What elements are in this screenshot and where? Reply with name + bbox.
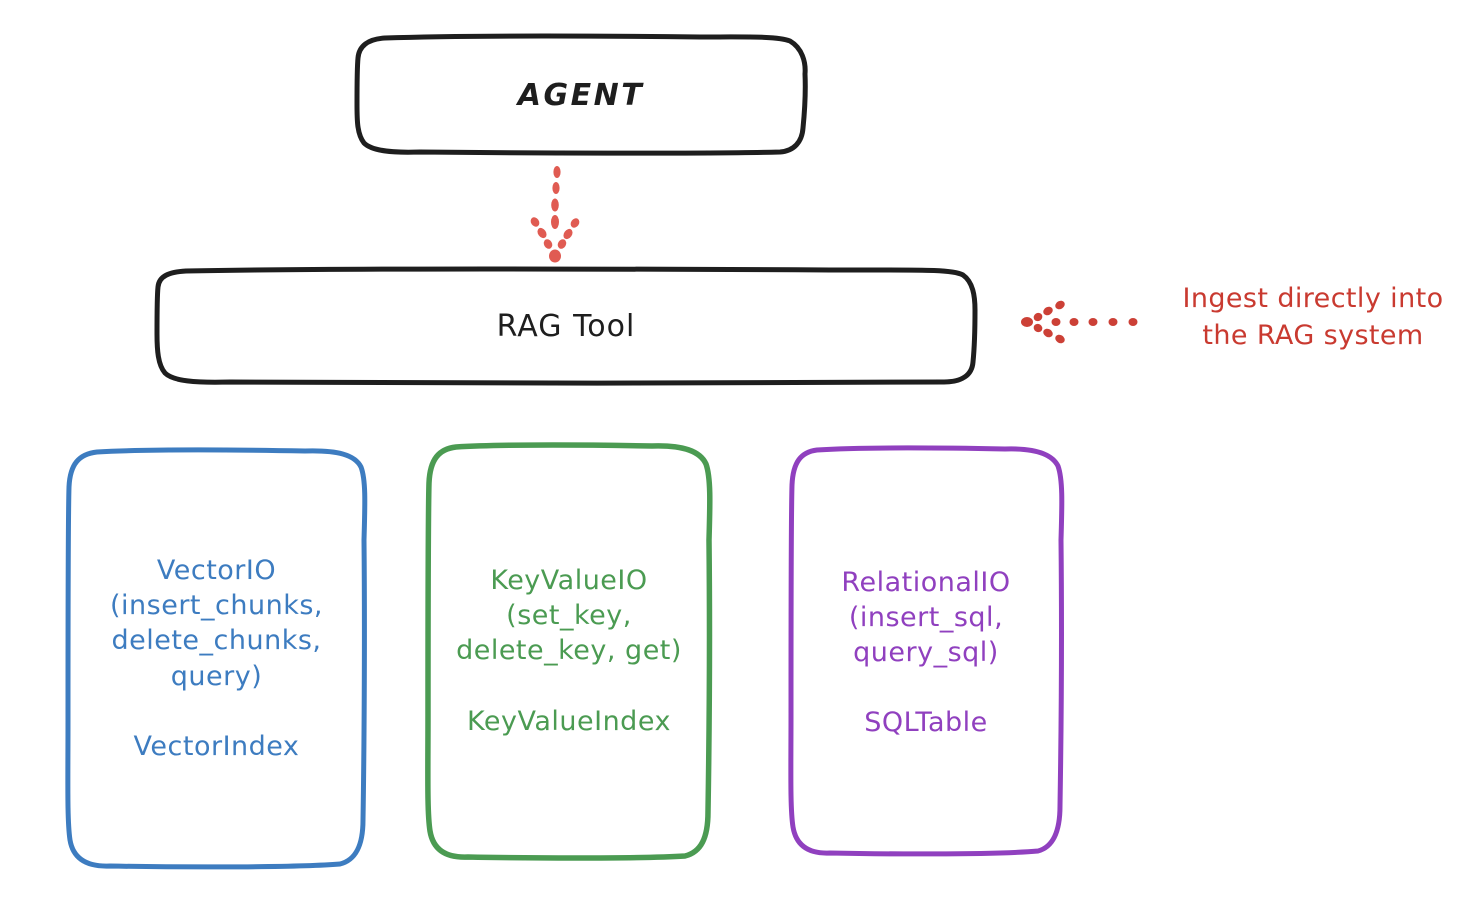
agent-node-label: AGENT bbox=[517, 77, 645, 113]
key-value-io-node[interactable] bbox=[428, 445, 710, 857]
relational-io-node-label: RelationalIO (insert_sql, query_sql) SQL… bbox=[841, 566, 1011, 739]
rag-tool-node[interactable] bbox=[157, 270, 975, 383]
vector-io-node[interactable] bbox=[68, 450, 365, 867]
ingest-annotation-text: Ingest directly into the RAG system bbox=[1182, 283, 1444, 352]
agent-to-rag-tool-connector bbox=[530, 166, 580, 263]
key-value-io-node-label: KeyValueIO (set_key, delete_key, get) Ke… bbox=[456, 565, 682, 737]
ingest-annotation-connector bbox=[1021, 300, 1138, 344]
relational-io-node[interactable] bbox=[790, 448, 1062, 857]
rag-tool-node-label: RAG Tool bbox=[496, 309, 636, 344]
agent-node[interactable] bbox=[357, 37, 805, 153]
vector-io-node-label: VectorIO (insert_chunks, delete_chunks, … bbox=[110, 555, 323, 762]
